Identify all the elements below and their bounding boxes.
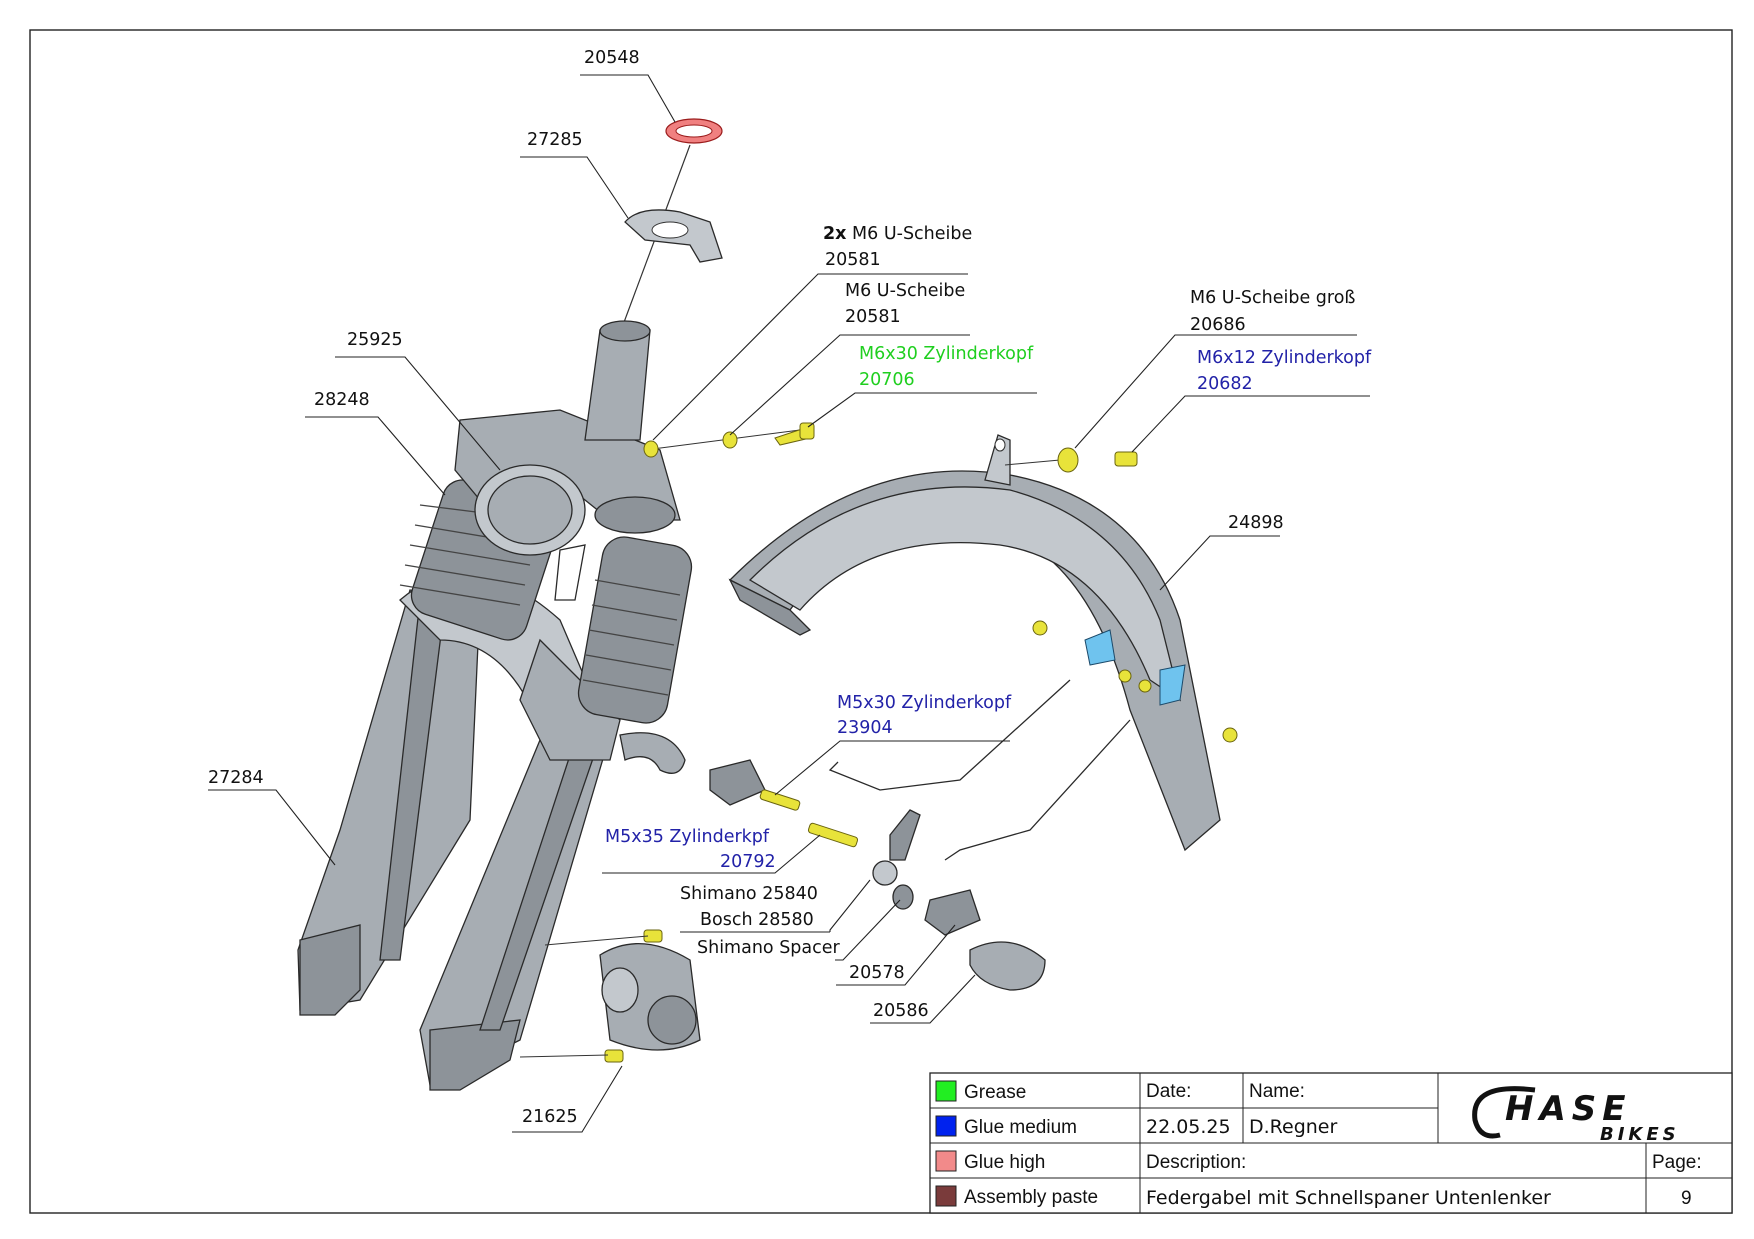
top-parts bbox=[624, 118, 723, 263]
callout-m6x12: M6x12 Zylinderkopf bbox=[1197, 348, 1372, 368]
legend-label-glue-medium: Glue medium bbox=[964, 1117, 1077, 1138]
legend-label-assembly-paste: Assembly paste bbox=[964, 1187, 1098, 1208]
date-value: 22.05.25 bbox=[1146, 1116, 1231, 1138]
fender-assembly bbox=[728, 434, 1238, 861]
callout-20578: 20578 bbox=[849, 963, 905, 983]
page-label: Page: bbox=[1652, 1152, 1702, 1173]
legend: Grease Glue medium Glue high Assembly pa… bbox=[935, 1080, 1098, 1208]
callout-m6x30: M6x30 Zylinderkopf bbox=[859, 344, 1034, 364]
name-value: D.Regner bbox=[1249, 1116, 1337, 1138]
callout-20586: 20586 bbox=[873, 1001, 929, 1021]
date-label: Date: bbox=[1146, 1081, 1191, 1102]
lower-hardware bbox=[519, 759, 1046, 1063]
page-number: 9 bbox=[1681, 1188, 1692, 1209]
legend-swatch-glue-medium bbox=[935, 1115, 957, 1137]
callout-27285: 27285 bbox=[527, 130, 583, 150]
legend-label-glue-high: Glue high bbox=[964, 1152, 1045, 1173]
name-label: Name: bbox=[1249, 1081, 1305, 1102]
upper-fasteners bbox=[643, 422, 815, 458]
callout-shimano-spacer: Shimano Spacer bbox=[697, 938, 841, 958]
callout-25925: 25925 bbox=[347, 330, 403, 350]
description-value: Federgabel mit Schnellspaner Untenlenker bbox=[1146, 1187, 1551, 1209]
callout-20706: 20706 bbox=[859, 370, 915, 390]
logo-sub-text: BIKES bbox=[1600, 1124, 1680, 1145]
callout-leaders bbox=[208, 74, 1370, 1133]
description-label: Description: bbox=[1146, 1152, 1246, 1173]
callout-20548: 20548 bbox=[584, 48, 640, 68]
callout-27284: 27284 bbox=[208, 768, 264, 788]
callout-28248: 28248 bbox=[314, 390, 370, 410]
callout-m5x35: M5x35 Zylinderkpf bbox=[605, 827, 770, 847]
callout-21625: 21625 bbox=[522, 1107, 578, 1127]
title-block: Grease Glue medium Glue high Assembly pa… bbox=[929, 1072, 1733, 1214]
callout-labels: 20548 27285 2x M6 U-Scheibe 20581 M6 U-S… bbox=[208, 48, 1372, 1127]
callout-20792: 20792 bbox=[720, 852, 776, 872]
callout-20581-b: 20581 bbox=[845, 307, 901, 327]
callout-m5x30: M5x30 Zylinderkopf bbox=[837, 693, 1012, 713]
callout-23904: 23904 bbox=[837, 718, 893, 738]
fork-assembly bbox=[297, 144, 693, 1091]
legend-swatch-grease bbox=[935, 1080, 957, 1102]
callout-bosch-28580: Bosch 28580 bbox=[700, 910, 814, 930]
logo-main-text: HASE bbox=[1505, 1089, 1631, 1129]
callout-24898: 24898 bbox=[1228, 513, 1284, 533]
drawing-frame bbox=[29, 29, 1733, 1214]
callout-m6-washer: M6 U-Scheibe bbox=[845, 281, 965, 301]
callout-shimano-25840: Shimano 25840 bbox=[680, 884, 818, 904]
callout-20686: 20686 bbox=[1190, 315, 1246, 335]
legend-label-grease: Grease bbox=[964, 1082, 1026, 1103]
callout-2x-washer: 2x M6 U-Scheibe bbox=[823, 224, 972, 244]
legend-swatch-glue-high bbox=[935, 1150, 957, 1172]
legend-swatch-assembly-paste bbox=[935, 1185, 957, 1207]
callout-m6-washer-large: M6 U-Scheibe groß bbox=[1190, 288, 1355, 308]
hase-bikes-logo: HASE BIKES bbox=[1472, 1086, 1680, 1145]
callout-20682: 20682 bbox=[1197, 374, 1253, 394]
callout-20581-a: 20581 bbox=[825, 250, 881, 270]
